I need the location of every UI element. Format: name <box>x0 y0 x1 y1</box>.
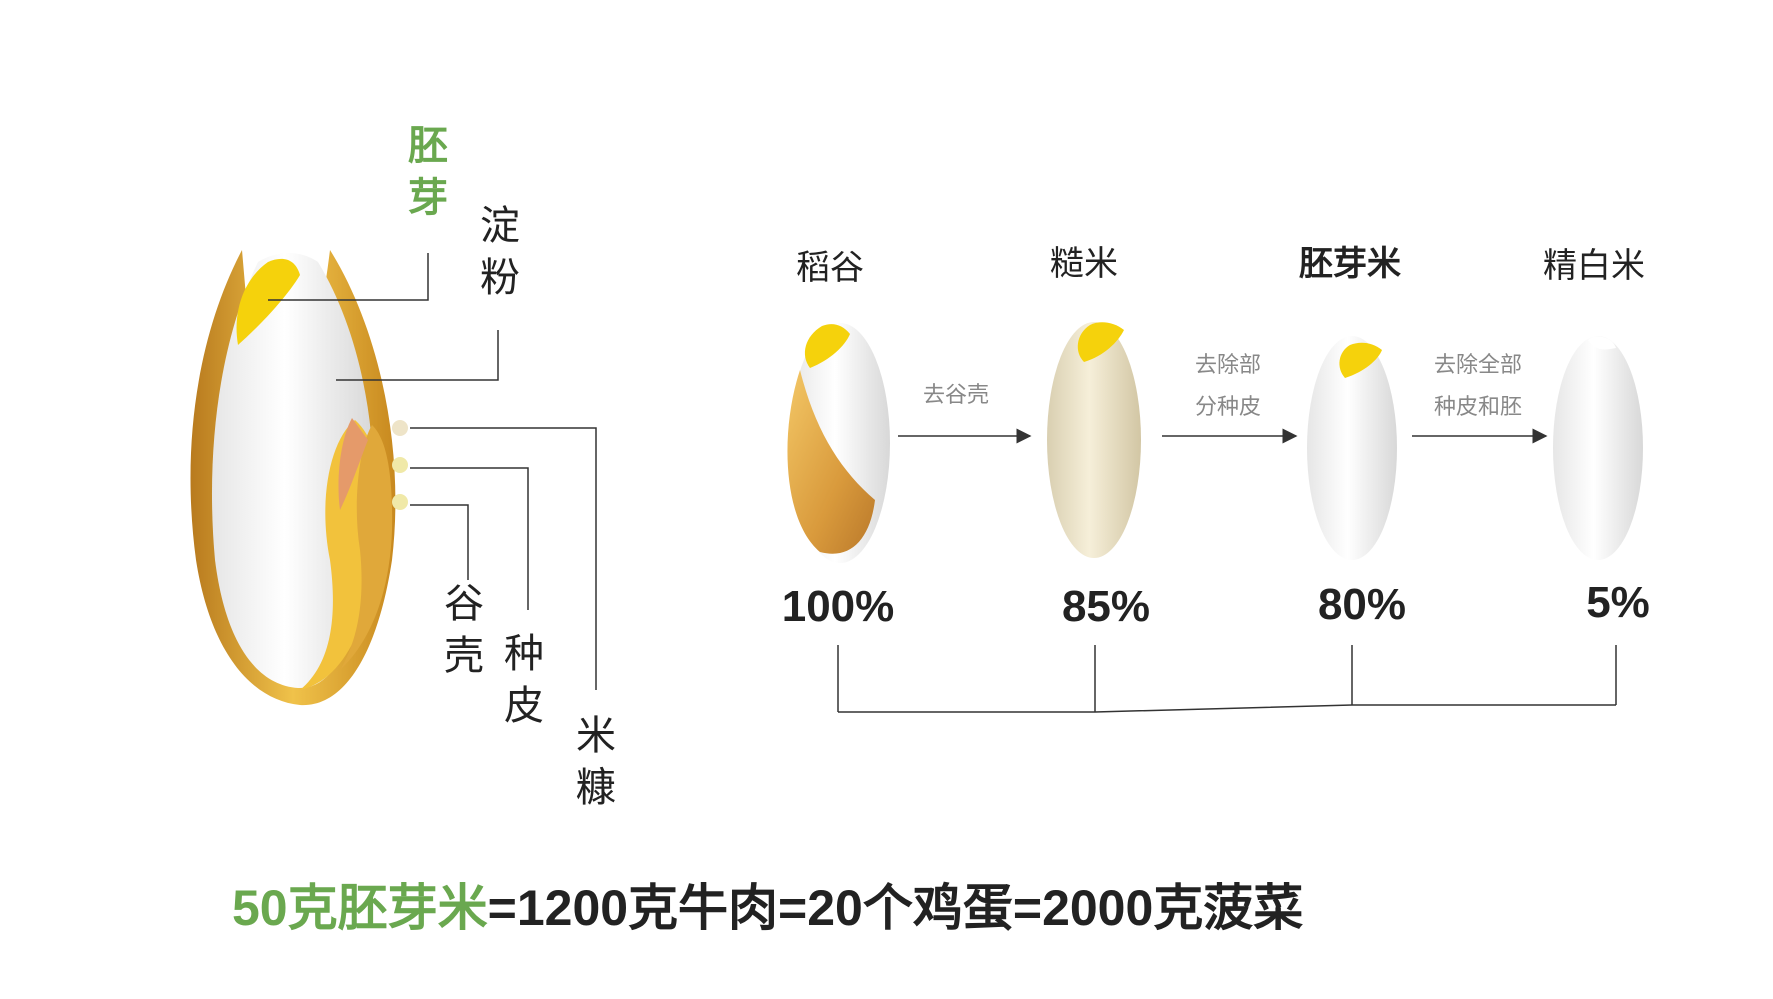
germ-shape <box>236 258 300 345</box>
percent-brown-rice: 85% <box>1061 582 1151 631</box>
percent-paddy: 100% <box>781 582 895 631</box>
leader-lines <box>268 253 597 690</box>
nub <box>392 494 408 510</box>
percent-white-rice: 5% <box>1586 578 1650 627</box>
leader-husk <box>410 504 469 580</box>
stage-name-brown-rice: 糙米 <box>1050 245 1118 283</box>
step-label-3: 去除全部 种皮和胚 <box>1408 344 1548 428</box>
percent-bracket <box>837 645 1617 713</box>
leader-seed-coat <box>410 467 529 610</box>
leader-starch <box>336 330 499 381</box>
step-2-line-1: 去除部 <box>1194 352 1261 377</box>
husk-inner-shape <box>340 425 393 670</box>
step-2-line-2: 分种皮 <box>1194 394 1261 419</box>
leader-bran <box>410 427 597 690</box>
step-3-line-2: 种皮和胚 <box>1433 394 1522 419</box>
label-seed-coat: 种皮 <box>504 632 544 728</box>
grain-brown-rice <box>1047 322 1141 558</box>
stage-name-germ-rice: 胚芽米 <box>1299 245 1401 283</box>
label-starch: 淀粉 <box>480 204 520 300</box>
step-label-1: 去谷壳 <box>886 374 1026 416</box>
stage-name-paddy: 稻谷 <box>796 249 864 287</box>
nub <box>392 420 408 436</box>
formula-rest: =1200克牛肉=20个鸡蛋=2000克菠菜 <box>487 880 1304 936</box>
label-bran: 米糠 <box>576 714 616 810</box>
percent-germ-rice: 80% <box>1317 580 1407 629</box>
formula-highlight: 50克胚芽米 <box>232 880 488 936</box>
step-1-line-1: 去谷壳 <box>922 382 989 407</box>
step-3-line-1: 去除全部 <box>1433 352 1522 377</box>
nutrition-formula: 50克胚芽米=1200克牛肉=20个鸡蛋=2000克菠菜 <box>232 868 1303 940</box>
nub <box>392 457 408 473</box>
grain-cross-section <box>190 250 408 706</box>
stage-name-white-rice: 精白米 <box>1543 247 1645 285</box>
grain-white-rice <box>1553 336 1643 560</box>
grain-germ-rice <box>1307 336 1397 560</box>
step-label-2: 去除部 分种皮 <box>1158 344 1298 428</box>
leader-germ <box>268 253 429 301</box>
bran-shape <box>338 418 368 510</box>
label-germ: 胚芽 <box>408 124 448 220</box>
grain-paddy <box>787 323 890 563</box>
label-husk: 谷壳 <box>444 582 484 678</box>
